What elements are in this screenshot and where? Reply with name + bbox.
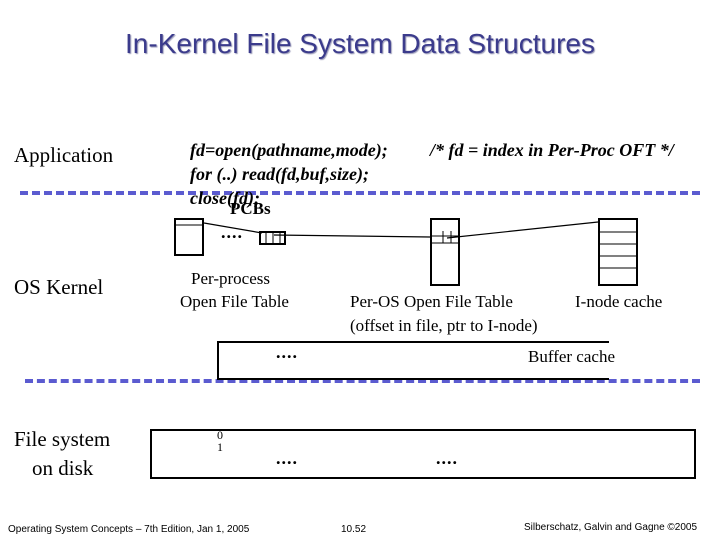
file-system-label-line1: File system [14, 427, 111, 451]
inode-cache-box [598, 218, 638, 286]
application-label: Application [14, 143, 114, 167]
slide-title: In-Kernel File System Data Structures [125, 28, 595, 59]
disk-ellipsis-left: .... [276, 448, 298, 468]
per-os-label-line2: (offset in file, ptr to I-node) [350, 316, 538, 335]
kernel-disk-divider [25, 379, 700, 383]
pcbs-label: PCBs [230, 199, 271, 218]
per-os-label-line1: Per-OS Open File Table [350, 292, 513, 311]
code-close-line: close(fd); [190, 188, 260, 208]
os-kernel-label: OS Kernel [14, 275, 104, 299]
footer-left: Operating System Concepts – 7th Edition,… [8, 524, 250, 535]
per-process-label-line1: Per-process [191, 269, 270, 288]
disk-box [150, 429, 696, 479]
user-kernel-divider [20, 191, 700, 195]
per-os-oft-box [430, 218, 460, 286]
buffer-cache-ellipsis: .... [276, 342, 298, 362]
buffer-cache-box [217, 341, 609, 380]
block-1-label: 1 [217, 440, 223, 454]
disk-ellipsis-right: .... [436, 448, 458, 468]
code-comment: /* fd = index in Per-Proc OFT */ [430, 140, 674, 160]
inode-cache-label: I-node cache [575, 292, 663, 311]
code-read-line: for (..) read(fd,buf,size); [190, 164, 369, 184]
footer-page-number: 10.52 [341, 524, 367, 535]
pcb-box [174, 218, 204, 256]
code-open-line: fd=open(pathname,mode); [190, 140, 388, 160]
block-0-label: 0 [217, 428, 223, 442]
file-system-label-line2: on disk [32, 456, 94, 480]
buffer-cache-label: Buffer cache [528, 347, 615, 366]
footer-right: Silberschatz, Galvin and Gagne ©2005 [524, 522, 698, 533]
per-process-label-line2: Open File Table [180, 292, 289, 311]
